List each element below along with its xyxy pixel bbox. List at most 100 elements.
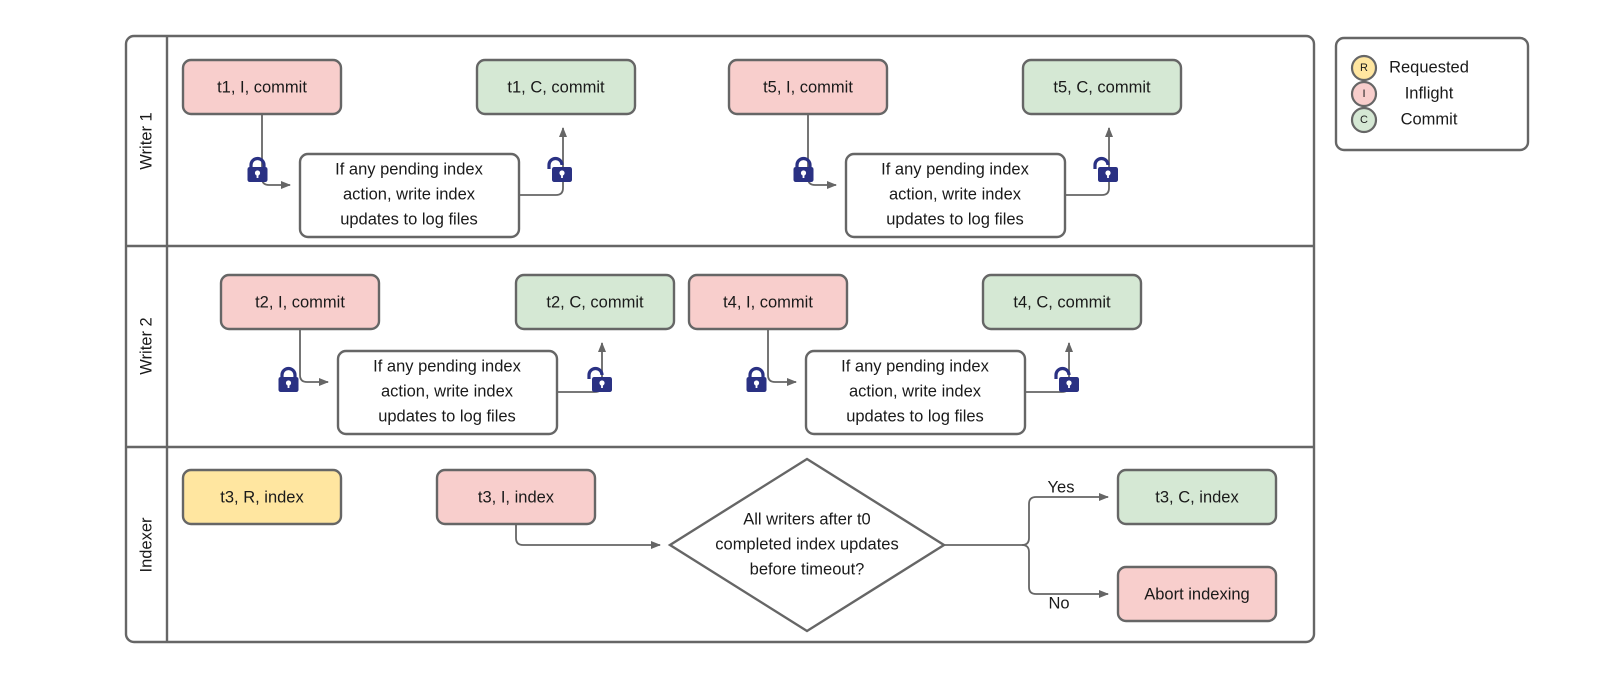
lane-label-text: Writer 2 [137, 317, 155, 374]
node-box[interactable] [844, 152, 1067, 239]
edge-t4-inflight-to-process [767, 329, 797, 386]
node-label-line-2: action, write index [381, 382, 514, 400]
node-w1-t5-commit[interactable]: t5, C, commit [1021, 58, 1183, 116]
node-ix-abort[interactable]: Abort indexing [1116, 565, 1278, 623]
node-box[interactable] [336, 349, 559, 436]
legend-badge-requested [1350, 54, 1378, 82]
node-label: t3, C, index [1155, 488, 1239, 506]
node-label: t1, C, commit [507, 78, 605, 96]
node-label-line-2: action, write index [889, 185, 1022, 203]
lock-open-icon [587, 366, 612, 392]
node-box[interactable] [181, 468, 343, 526]
decision-diamond[interactable] [667, 457, 947, 633]
decision-label-line-3: before timeout? [750, 560, 865, 578]
node-w2-process-1[interactable]: If any pending index action, write index… [336, 349, 559, 436]
lock-open-icon [547, 156, 572, 182]
node-box[interactable] [687, 273, 849, 331]
node-box[interactable] [181, 58, 343, 116]
node-label-line-2: action, write index [849, 382, 982, 400]
edge-process-to-t1-commit [519, 127, 567, 196]
node-box[interactable] [475, 58, 637, 116]
edge-t3-inflight-to-decision [515, 524, 661, 549]
legend-badge-inflight [1350, 80, 1378, 108]
lock-closed-icon [793, 156, 814, 182]
node-box[interactable] [1116, 565, 1278, 623]
node-box[interactable] [981, 273, 1143, 331]
node-w1-process-1[interactable]: If any pending index action, write index… [298, 152, 521, 239]
lane-label-writer-1: Writer 1 [137, 112, 155, 169]
node-w2-process-2[interactable]: If any pending index action, write index… [804, 349, 1027, 436]
node-label-line-3: updates to log files [340, 210, 478, 228]
node-label: t5, C, commit [1053, 78, 1151, 96]
node-label-line-3: updates to log files [378, 407, 516, 425]
node-label-line-3: updates to log files [886, 210, 1024, 228]
edge-t2-inflight-to-process [299, 329, 329, 386]
legend-panel: R Requested I Inflight C Commit [1334, 36, 1530, 152]
node-ix-t3-commit[interactable]: t3, C, index [1116, 468, 1278, 526]
node-label: t4, I, commit [723, 293, 813, 311]
lane-label-text: Writer 1 [137, 112, 155, 169]
node-w1-t1-inflight[interactable]: t1, I, commit [181, 58, 343, 116]
legend-badge-glyph: I [1362, 88, 1365, 100]
node-label: Abort indexing [1144, 585, 1250, 603]
legend-item-inflight: I Inflight [1350, 80, 1454, 108]
node-label: t4, C, commit [1013, 293, 1111, 311]
node-ix-decision[interactable]: All writers after t0 completed index upd… [667, 457, 947, 633]
node-ix-t3-inflight[interactable]: t3, I, index [435, 468, 597, 526]
node-label: t5, I, commit [763, 78, 853, 96]
node-w2-t2-inflight[interactable]: t2, I, commit [219, 273, 381, 331]
node-box[interactable] [514, 273, 676, 331]
node-w1-process-2[interactable]: If any pending index action, write index… [844, 152, 1067, 239]
node-w2-t2-commit[interactable]: t2, C, commit [514, 273, 676, 331]
legend-badge-commit [1350, 106, 1378, 134]
lock-open-icon [1093, 156, 1118, 182]
node-label: t3, I, index [478, 488, 555, 506]
lane-label-text: Indexer [137, 517, 155, 573]
lock-closed-icon [278, 366, 299, 392]
node-ix-t3-requested[interactable]: t3, R, index [181, 468, 343, 526]
node-box[interactable] [804, 349, 1027, 436]
lane-label-writer-2: Writer 2 [137, 317, 155, 374]
node-label-line-1: If any pending index [841, 357, 989, 375]
node-box[interactable] [219, 273, 381, 331]
node-w2-t4-commit[interactable]: t4, C, commit [981, 273, 1143, 331]
node-w1-t1-commit[interactable]: t1, C, commit [475, 58, 637, 116]
lane-label-indexer: Indexer [137, 517, 155, 573]
legend-badge-glyph: R [1360, 62, 1368, 74]
node-label-line-2: action, write index [343, 185, 476, 203]
legend-item-commit: C Commit [1350, 106, 1458, 134]
lock-closed-icon [746, 366, 767, 392]
legend-badge-glyph: C [1360, 114, 1368, 126]
node-label-line-1: If any pending index [335, 160, 483, 178]
node-label: t1, I, commit [217, 78, 307, 96]
legend-box [1334, 36, 1530, 152]
node-box[interactable] [1116, 468, 1278, 526]
node-box[interactable] [1021, 58, 1183, 116]
node-box[interactable] [298, 152, 521, 239]
node-w2-t4-inflight[interactable]: t4, I, commit [687, 273, 849, 331]
legend-label: Commit [1401, 110, 1458, 128]
node-w1-t5-inflight[interactable]: t5, I, commit [727, 58, 889, 116]
node-label: t2, C, commit [546, 293, 644, 311]
indexer-edges: Yes No [515, 478, 1109, 612]
lock-open-icon [1054, 366, 1079, 392]
node-label-line-1: If any pending index [881, 160, 1029, 178]
decision-label-line-2: completed index updates [715, 535, 898, 553]
edge-label-yes: Yes [1048, 478, 1075, 496]
legend-label: Requested [1389, 58, 1469, 76]
node-box[interactable] [435, 468, 597, 526]
lock-closed-icon [247, 156, 268, 182]
legend-item-requested: R Requested [1350, 54, 1469, 82]
node-box[interactable] [727, 58, 889, 116]
decision-label-line-1: All writers after t0 [743, 510, 870, 528]
edge-decision-yes [1021, 493, 1109, 546]
node-label: t2, I, commit [255, 293, 345, 311]
node-label-line-3: updates to log files [846, 407, 984, 425]
legend-label: Inflight [1405, 84, 1454, 102]
edge-decision-no [1021, 544, 1109, 598]
node-label: t3, R, index [220, 488, 304, 506]
node-label-line-1: If any pending index [373, 357, 521, 375]
edge-process-to-t5-commit [1065, 127, 1113, 196]
